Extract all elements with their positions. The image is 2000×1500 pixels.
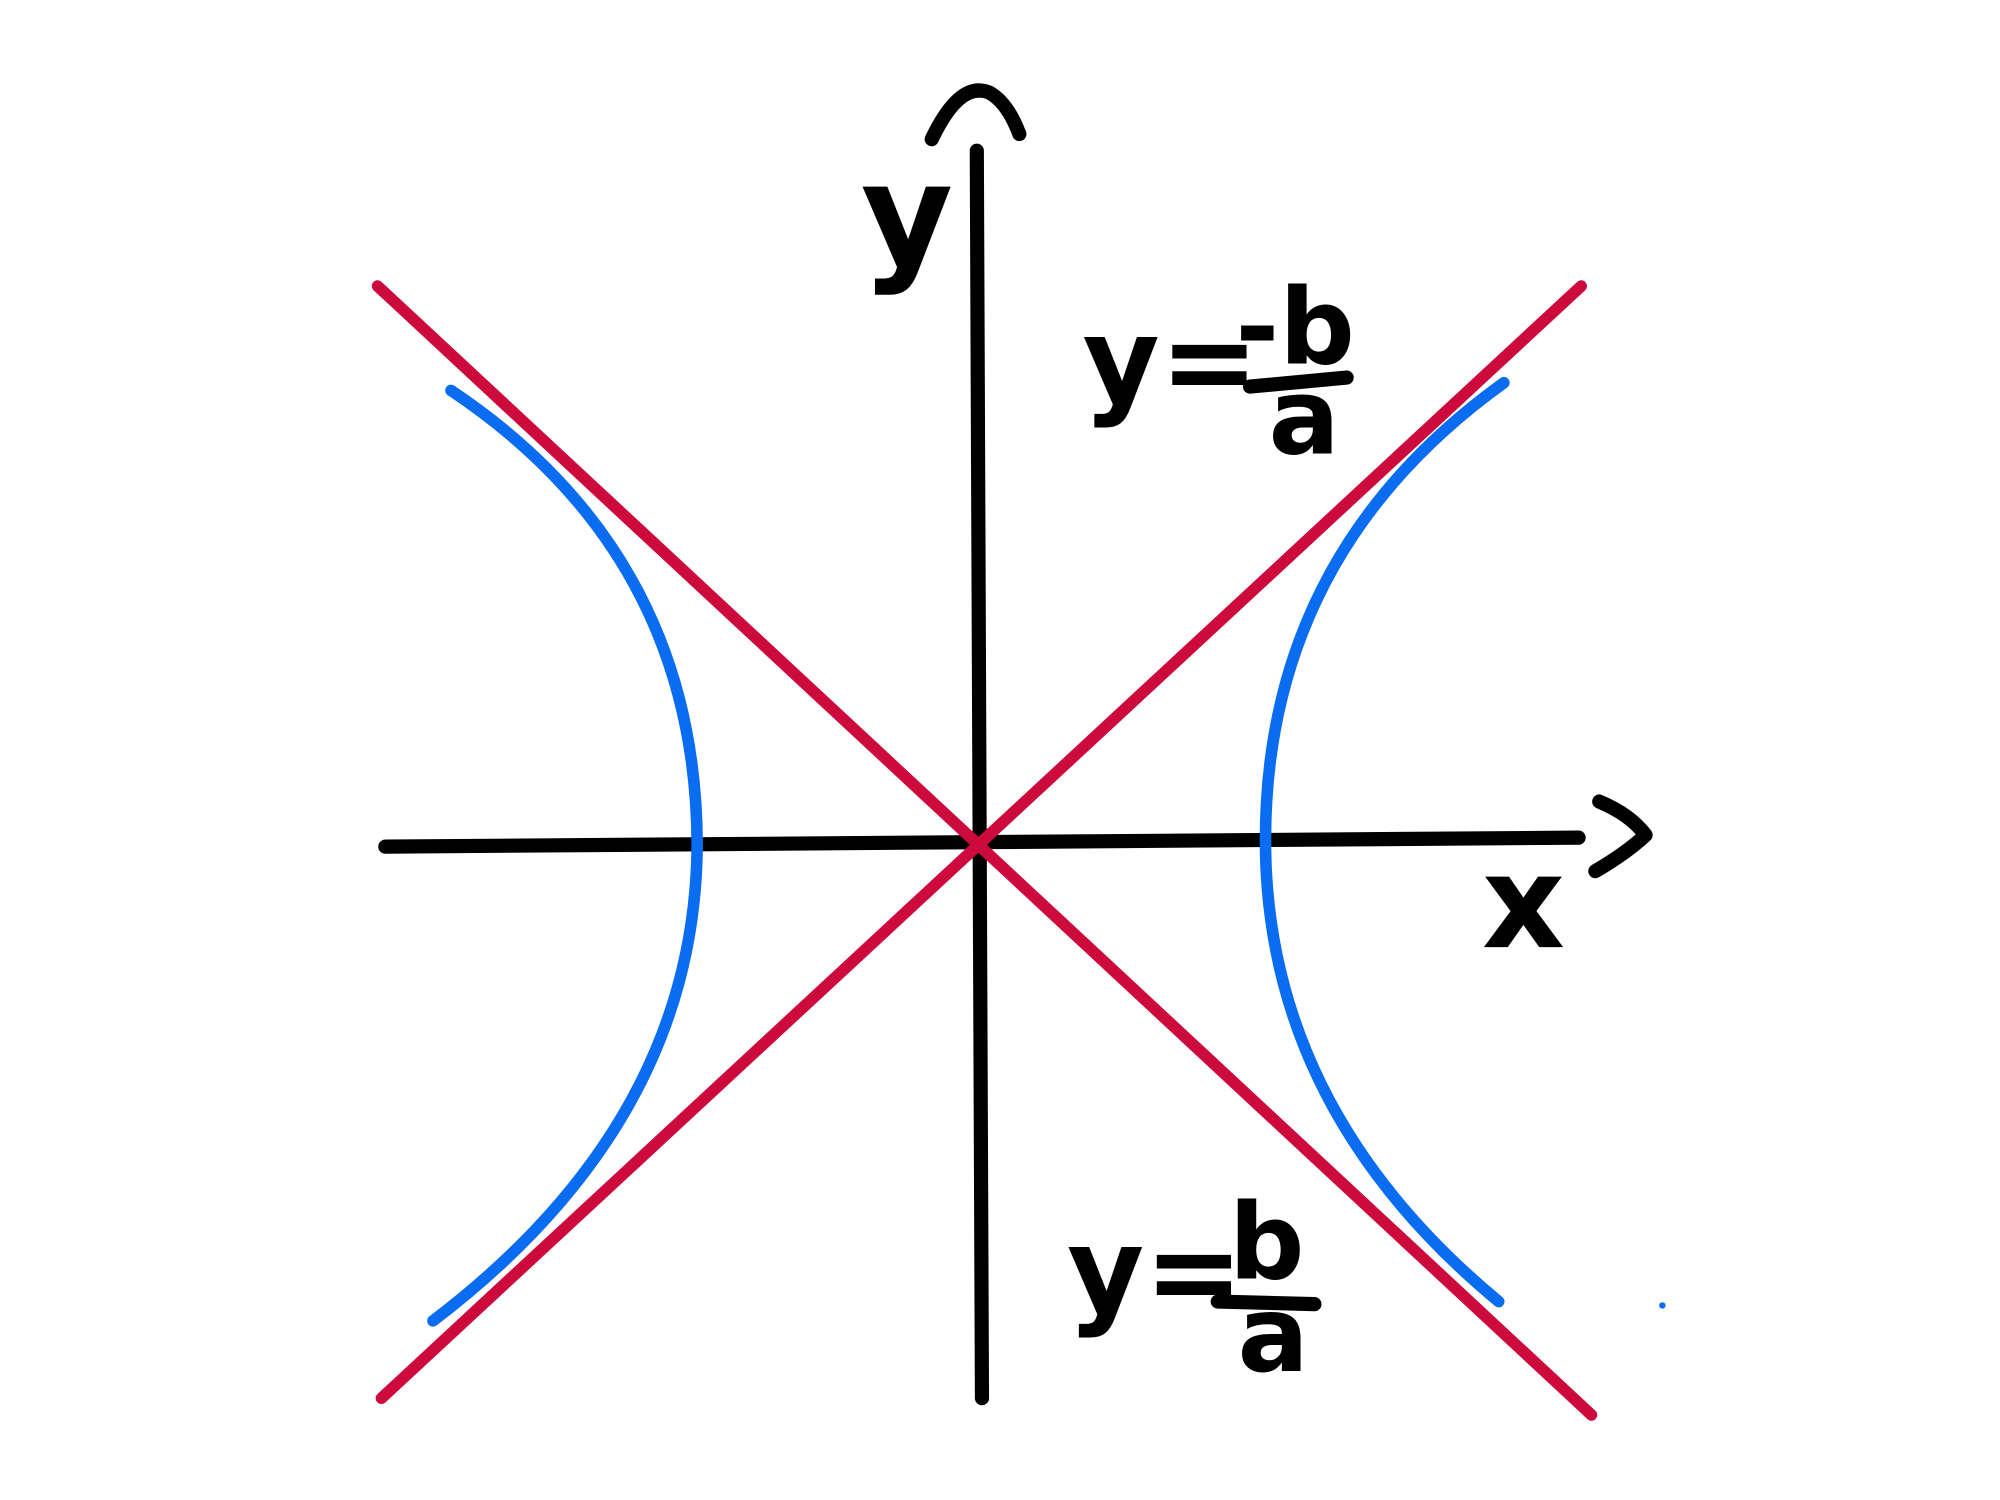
x-axis-label: x bbox=[1482, 828, 1565, 978]
stray-dot bbox=[1659, 1302, 1666, 1309]
fraction-bar bbox=[1242, 370, 1354, 394]
fraction-numerator: -b bbox=[1235, 265, 1354, 388]
fraction-bar bbox=[1210, 1294, 1322, 1312]
fraction-denominator: a bbox=[1268, 356, 1339, 479]
asymptote-label-bottom: y= b a bbox=[1067, 1180, 1322, 1396]
equation-lhs: y= bbox=[1067, 1202, 1244, 1340]
asymptote-label-top: y= -b a bbox=[1082, 265, 1354, 478]
fraction-numerator: b bbox=[1229, 1180, 1305, 1303]
y-axis-label: y bbox=[861, 133, 953, 298]
fraction-denominator: a bbox=[1238, 1273, 1309, 1396]
asymptote-negative-slope bbox=[371, 280, 1598, 1421]
x-axis-arrowhead bbox=[1588, 794, 1653, 879]
equation-lhs: y= bbox=[1082, 292, 1259, 430]
hyperbola-right-branch bbox=[1259, 376, 1510, 1308]
y-axis bbox=[969, 143, 990, 1406]
hyperbola-left-branch bbox=[427, 384, 703, 1327]
asymptote-positive-slope bbox=[375, 280, 1587, 1404]
y-axis-arrowhead bbox=[924, 83, 1027, 147]
